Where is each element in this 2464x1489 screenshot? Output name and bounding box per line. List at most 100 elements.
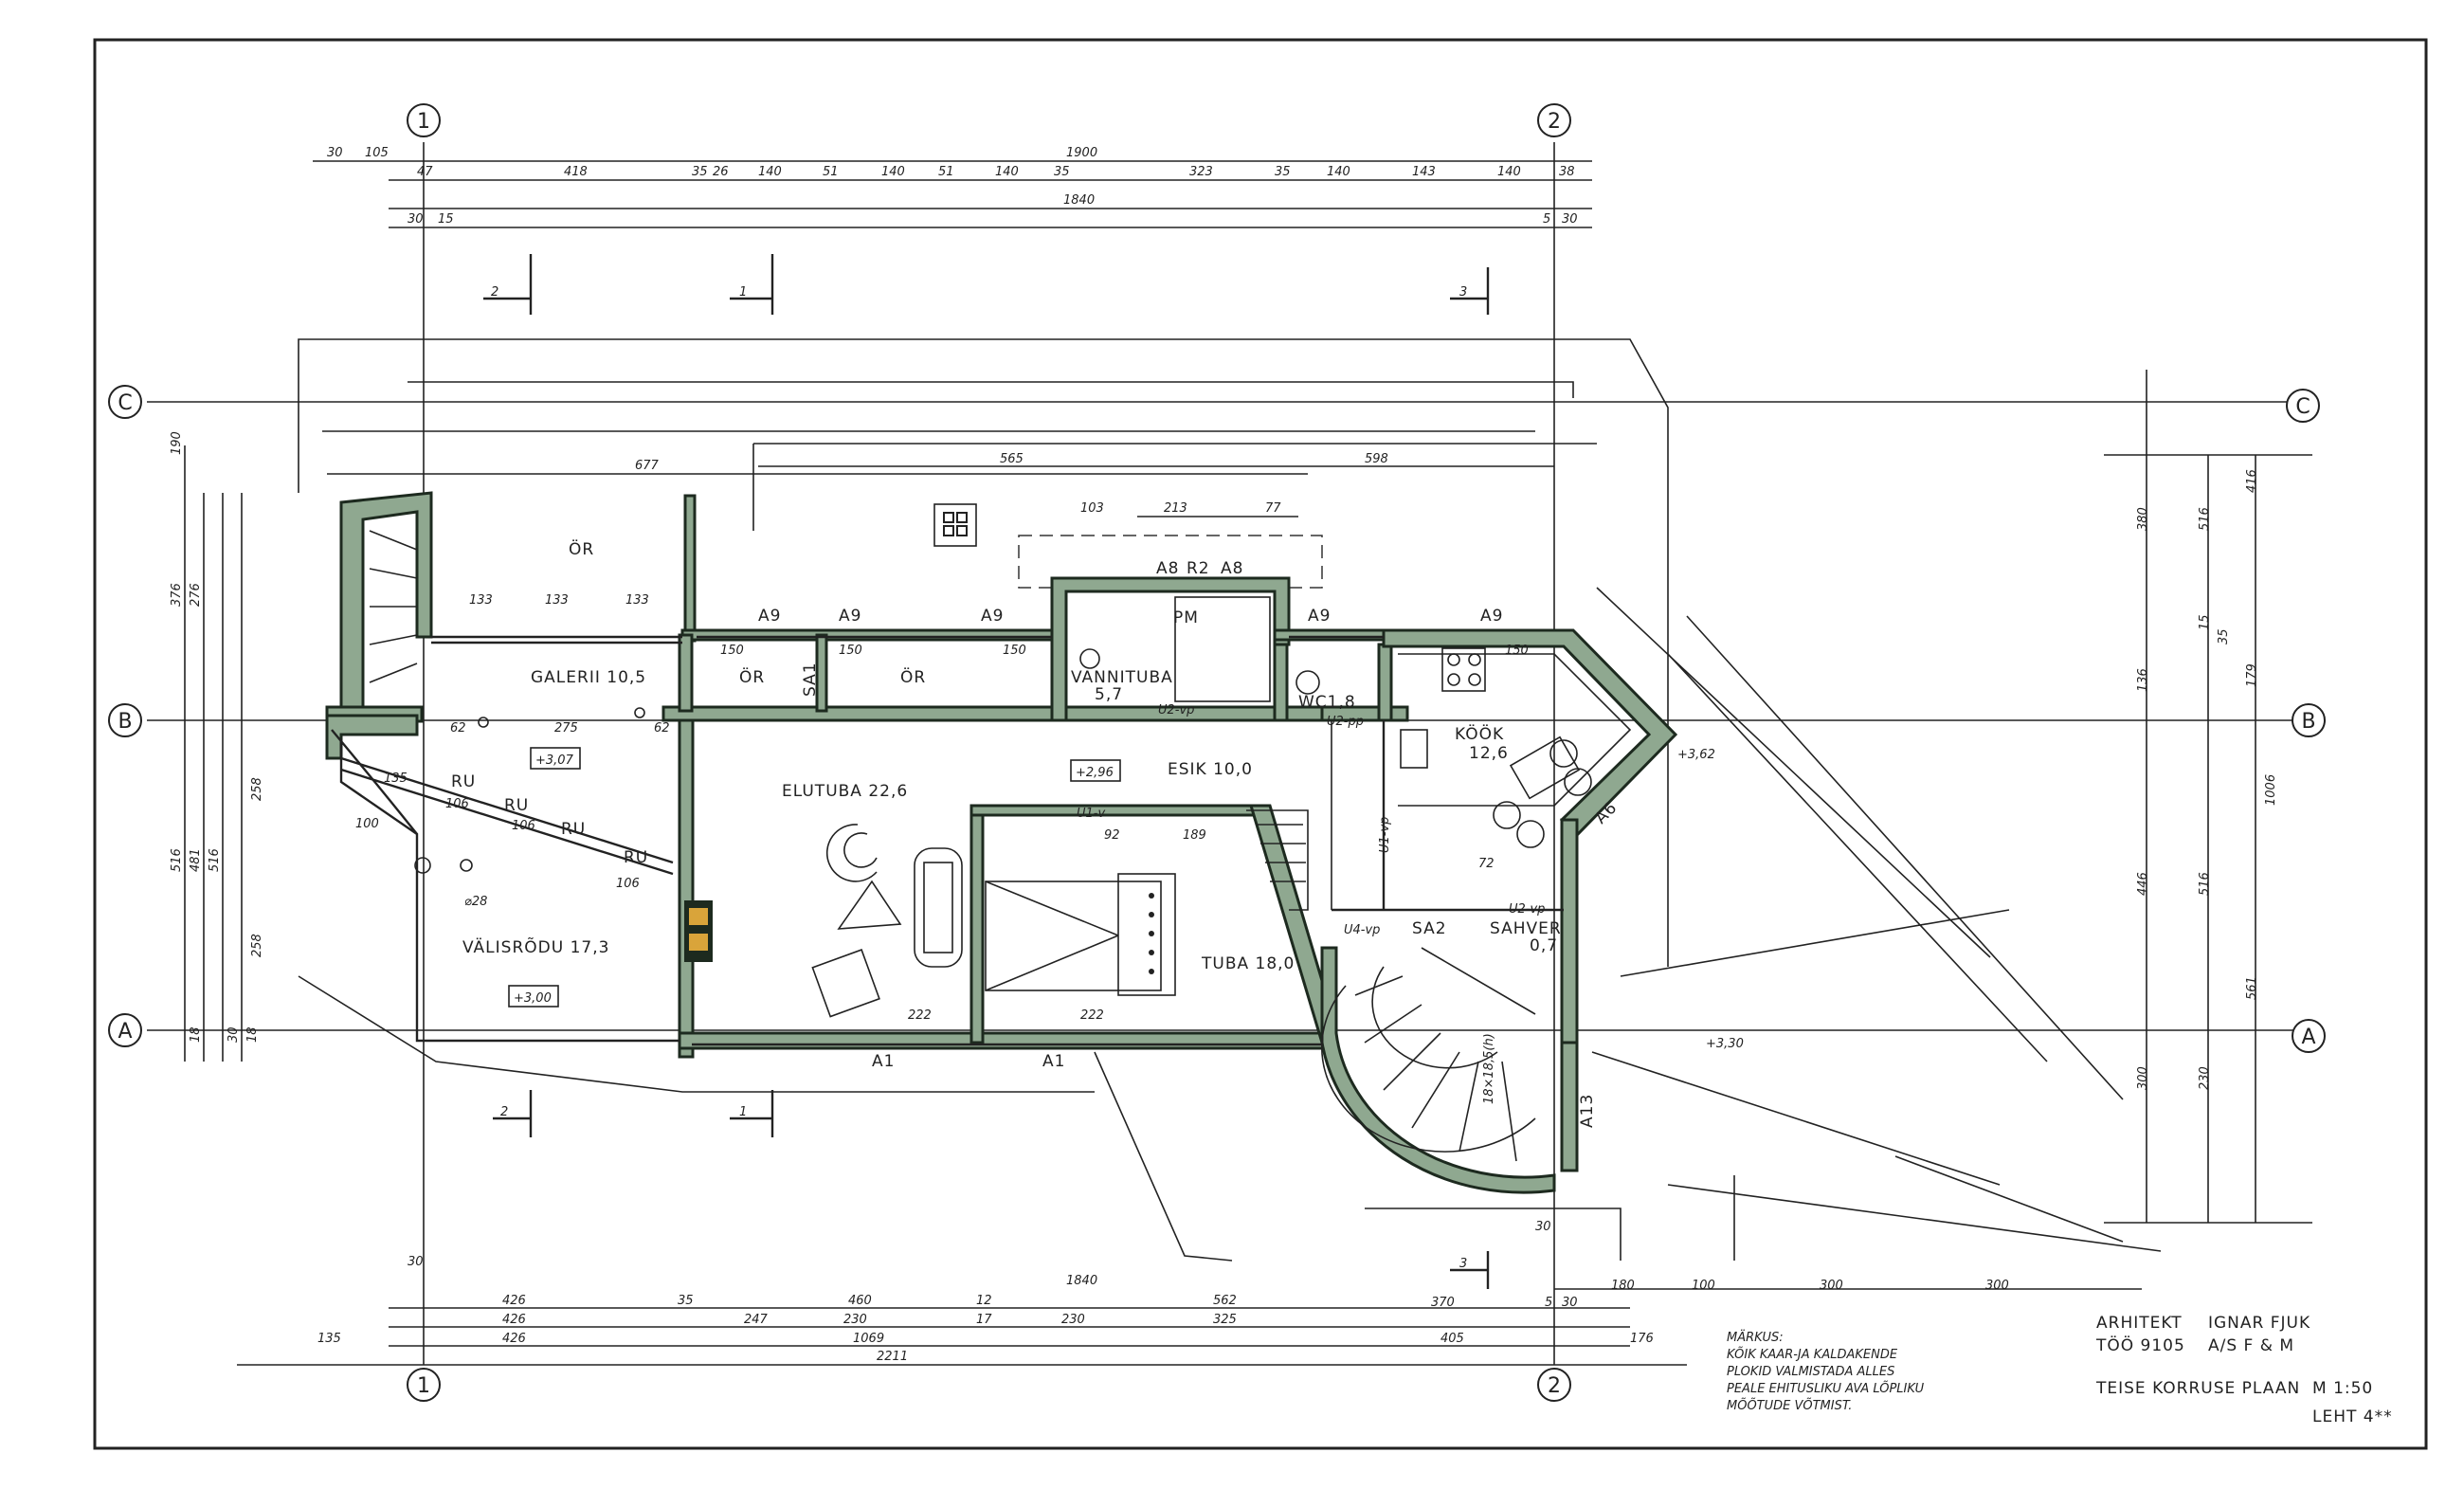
svg-text:133: 133 bbox=[545, 593, 569, 608]
svg-text:SA2: SA2 bbox=[1412, 919, 1447, 938]
sofa bbox=[914, 847, 963, 968]
svg-text:258: 258 bbox=[250, 934, 264, 957]
svg-text:106: 106 bbox=[616, 877, 640, 891]
axis-label: C bbox=[118, 391, 132, 415]
svg-text:30: 30 bbox=[226, 1026, 241, 1043]
notes-line: PLOKID VALMISTADA ALLES bbox=[1727, 1365, 1894, 1379]
svg-text:A13: A13 bbox=[1578, 1094, 1597, 1128]
architect-name: IGNAR FJUK bbox=[2208, 1314, 2310, 1333]
svg-text:180: 180 bbox=[1611, 1279, 1635, 1293]
plan-title: TEISE KORRUSE PLAAN bbox=[2095, 1379, 2300, 1398]
svg-text:RU: RU bbox=[561, 820, 586, 839]
svg-text:30: 30 bbox=[327, 146, 343, 160]
room-tuba: TUBA 18,0 bbox=[1201, 954, 1295, 973]
room-galerii: GALERII 10,5 bbox=[531, 668, 646, 687]
svg-text:77: 77 bbox=[1265, 501, 1281, 516]
svg-text:2211: 2211 bbox=[877, 1350, 908, 1364]
svg-text:30: 30 bbox=[1562, 1296, 1578, 1310]
wall-bathroom bbox=[1050, 576, 1291, 722]
wall-stair-curve bbox=[1320, 946, 1556, 1194]
svg-text:26: 26 bbox=[713, 165, 729, 179]
svg-text:300: 300 bbox=[1820, 1279, 1843, 1293]
svg-text:247: 247 bbox=[744, 1313, 769, 1327]
room-or-right: ÖR bbox=[900, 666, 926, 687]
svg-text:5: 5 bbox=[1543, 212, 1550, 227]
axis-marker-1-bottom: 1 bbox=[407, 1368, 441, 1402]
armchair bbox=[825, 824, 878, 882]
axis-label: 2 bbox=[1548, 110, 1561, 134]
svg-text:18: 18 bbox=[189, 1026, 203, 1043]
coffee-table bbox=[837, 880, 902, 930]
svg-text:18×18,5(h): 18×18,5(h) bbox=[1482, 1033, 1496, 1104]
notes-block: MÄRKUS: KÕIK KAAR-JA KALDAKENDE PLOKID V… bbox=[1727, 1330, 1925, 1413]
svg-text:275: 275 bbox=[554, 721, 578, 735]
svg-text:35: 35 bbox=[678, 1294, 694, 1308]
svg-text:1840: 1840 bbox=[1063, 193, 1095, 208]
windows bbox=[331, 530, 1632, 1162]
svg-text:A9: A9 bbox=[981, 607, 1004, 626]
level-galerii: +3,07 bbox=[535, 754, 574, 768]
axis-marker-b-right: B bbox=[2292, 703, 2326, 737]
svg-text:516: 516 bbox=[2198, 507, 2212, 531]
level-esik: +2,96 bbox=[1076, 766, 1114, 780]
level-kitchen-side: +3,62 bbox=[1677, 748, 1715, 762]
svg-text:A9: A9 bbox=[839, 607, 861, 626]
notes-line: MÕÕTUDE VÕTMIST. bbox=[1727, 1398, 1852, 1413]
section-mark-1-bottom: 1 bbox=[730, 1090, 774, 1137]
svg-text:405: 405 bbox=[1440, 1332, 1464, 1346]
axis-label: 1 bbox=[417, 1374, 430, 1398]
dimension-lines bbox=[184, 160, 2312, 1366]
wall-south bbox=[678, 1031, 1326, 1050]
svg-text:15: 15 bbox=[438, 212, 454, 227]
svg-text:1900: 1900 bbox=[1066, 146, 1097, 160]
svg-text:51: 51 bbox=[938, 165, 954, 179]
svg-text:35: 35 bbox=[1054, 165, 1070, 179]
svg-text:A9: A9 bbox=[758, 607, 781, 626]
svg-text:RU: RU bbox=[504, 796, 529, 815]
svg-text:179: 179 bbox=[2245, 663, 2259, 687]
wall-living-west bbox=[678, 718, 695, 1059]
room-labels: ÖR GALERII 10,5 ÖR ÖR VANNITUBA 5,7 PM W… bbox=[462, 538, 1561, 973]
walls bbox=[325, 491, 1678, 1194]
work-number: TÖÖ 9105 bbox=[2095, 1335, 2185, 1355]
svg-text:30: 30 bbox=[1535, 1220, 1551, 1234]
right-dimensions: 380 516 416 136 179 1006 446 516 561 300… bbox=[2136, 469, 2278, 1090]
svg-text:135: 135 bbox=[317, 1332, 341, 1346]
svg-text:370: 370 bbox=[1431, 1296, 1455, 1310]
inner-dimensions: 677 565 598 103 213 77 133 133 133 150 1… bbox=[355, 452, 1529, 1104]
kitchen-sink bbox=[1400, 729, 1428, 769]
axis-label: B bbox=[118, 710, 132, 734]
grid-axes: 1 2 1 2 C B A C bbox=[108, 103, 2326, 1402]
svg-text:230: 230 bbox=[1061, 1313, 1085, 1327]
svg-text:150: 150 bbox=[720, 644, 744, 658]
svg-text:176: 176 bbox=[1630, 1332, 1654, 1346]
svg-text:140: 140 bbox=[881, 165, 905, 179]
svg-text:300: 300 bbox=[2136, 1066, 2150, 1090]
svg-text:426: 426 bbox=[502, 1294, 526, 1308]
svg-text:U2-pp: U2-pp bbox=[1327, 715, 1364, 729]
wall-galerii-east bbox=[683, 494, 697, 643]
svg-text:17: 17 bbox=[976, 1313, 992, 1327]
svg-text:230: 230 bbox=[843, 1313, 867, 1327]
section-mark-1-top: 1 bbox=[730, 254, 774, 315]
svg-text:100: 100 bbox=[1692, 1279, 1715, 1293]
svg-text:18: 18 bbox=[245, 1026, 260, 1043]
svg-text:15: 15 bbox=[2198, 614, 2212, 630]
svg-text:150: 150 bbox=[1003, 644, 1026, 658]
svg-text:380: 380 bbox=[2136, 507, 2150, 531]
wall-tuba-north bbox=[969, 804, 1267, 817]
svg-text:35: 35 bbox=[692, 165, 708, 179]
svg-text:30: 30 bbox=[408, 1255, 424, 1269]
section-mark-2-top: 2 bbox=[483, 254, 533, 315]
svg-text:A8: A8 bbox=[1221, 559, 1243, 578]
svg-text:213: 213 bbox=[1164, 501, 1187, 516]
svg-text:RU: RU bbox=[451, 772, 476, 791]
axis-label: A bbox=[2301, 1026, 2315, 1049]
furniture bbox=[414, 503, 1592, 1018]
opening-codes: A9 A9 A9 A9 A9 A8 R2 A8 A6 A13 A1 A1 RU … bbox=[451, 559, 1622, 1128]
axis-marker-1-top: 1 bbox=[407, 103, 441, 137]
svg-text:U1-vp: U1-vp bbox=[1378, 817, 1392, 853]
wall-stair-tower bbox=[339, 491, 433, 717]
room-elutuba: ELUTUBA 22,6 bbox=[782, 782, 908, 801]
svg-text:35: 35 bbox=[2217, 628, 2231, 645]
